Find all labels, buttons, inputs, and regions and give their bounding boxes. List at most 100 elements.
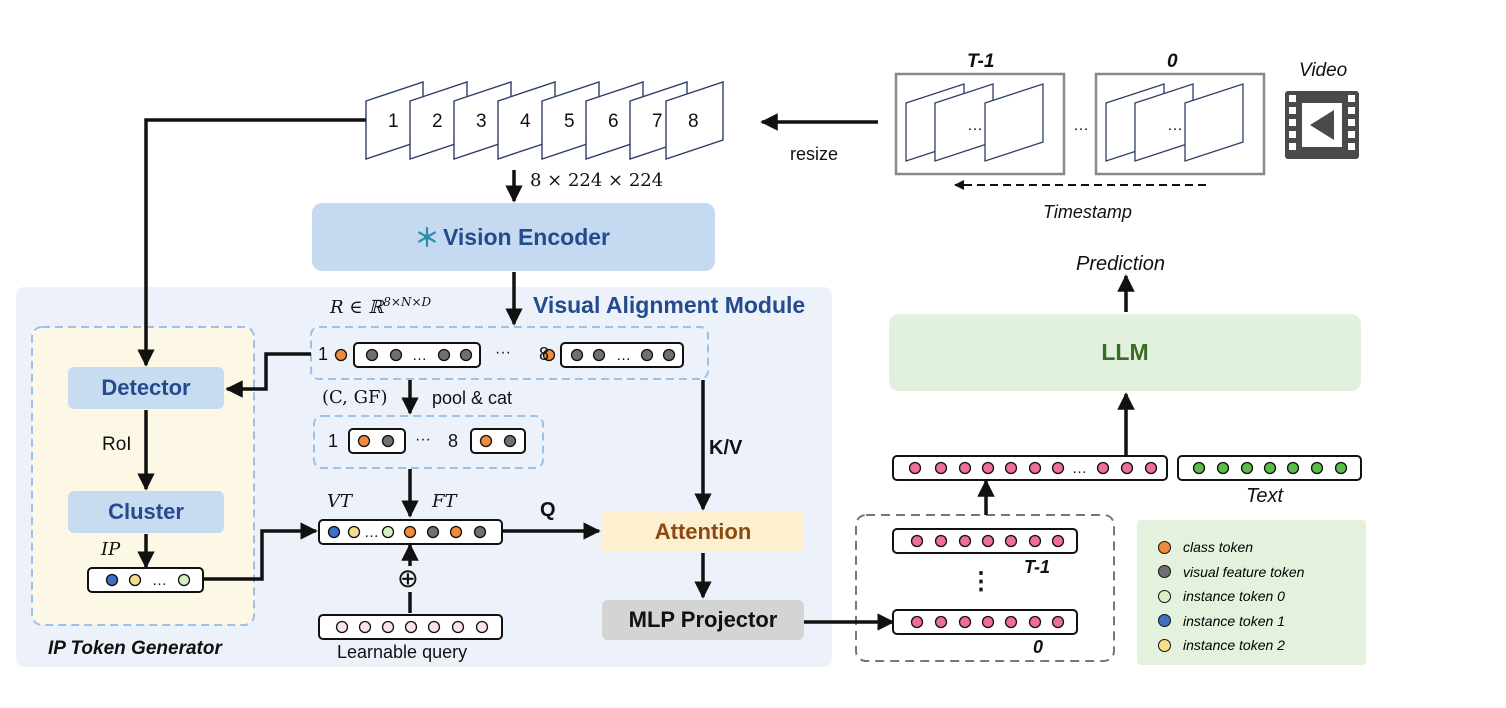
token-dot	[958, 461, 972, 475]
text-label: Text	[1246, 485, 1284, 507]
token-dot	[381, 620, 395, 634]
tokens-to-detector-arrow	[225, 352, 311, 398]
video-frames-t1	[905, 83, 1044, 162]
token-dot	[475, 620, 489, 634]
token-dot	[404, 620, 418, 634]
token-dot	[1192, 461, 1206, 475]
token-dot	[1240, 461, 1254, 475]
token-dot	[1286, 461, 1300, 475]
video-group-0-label: 0	[1167, 51, 1178, 72]
row1-right-capsule	[560, 342, 684, 368]
legend-swatch	[1158, 540, 1171, 554]
video-groups-ellipsis: …	[1073, 117, 1089, 134]
ip-token-capsule	[87, 567, 204, 593]
token-dot	[381, 525, 395, 539]
vision-encoder-box	[312, 203, 715, 271]
token-dot	[459, 348, 473, 362]
token-dot	[570, 348, 584, 362]
frame-t1-label: T-1	[1024, 557, 1051, 577]
token-dot	[451, 620, 465, 634]
token-dot	[105, 573, 119, 587]
dot-ellipsis: …	[616, 347, 631, 364]
dot-ellipsis: …	[364, 524, 379, 541]
legend-label: instance token 1	[1183, 612, 1285, 629]
row1-left-capsule	[353, 342, 481, 368]
legend-swatch	[1158, 565, 1171, 579]
frame-label: 3	[476, 111, 487, 132]
mlp-projector-label: MLP Projector	[628, 607, 778, 632]
resize-label: resize	[790, 144, 839, 164]
row2-mid-ellipsis: ···	[415, 431, 431, 448]
q-label: Q	[540, 499, 556, 521]
vam-title: Visual Alignment Module	[533, 292, 806, 318]
row1-last-index: 8	[539, 344, 550, 364]
token-dot	[1263, 461, 1277, 475]
token-dot	[1028, 534, 1042, 548]
token-dot	[128, 573, 142, 587]
frame-label: 5	[564, 111, 575, 132]
r-formula-main: R ∈ ℝ	[330, 297, 384, 318]
token-dot	[958, 534, 972, 548]
token-dot	[358, 620, 372, 634]
token-dot	[437, 348, 451, 362]
r-formula-sup: 8×N×D	[383, 295, 432, 309]
frame-label: 2	[432, 111, 443, 132]
legend-item: instance token 0	[1158, 584, 1304, 609]
token-dot	[334, 348, 348, 362]
token-dot	[1028, 461, 1042, 475]
token-dot	[1334, 461, 1348, 475]
token-dot	[365, 348, 379, 362]
dot-ellipsis: …	[1072, 460, 1087, 477]
token-dot	[662, 348, 676, 362]
ft-label: FT	[432, 491, 457, 512]
token-dot	[1051, 461, 1065, 475]
token-dot	[1310, 461, 1324, 475]
r-formula: R ∈ ℝ8×N×D	[330, 296, 431, 317]
legend: class token visual feature token instanc…	[1158, 535, 1304, 658]
token-dot	[1004, 461, 1018, 475]
plus-symbol: ⊕	[397, 563, 419, 593]
legend-item: instance token 2	[1158, 633, 1304, 658]
legend-swatch	[1158, 614, 1171, 628]
legend-box	[1137, 520, 1366, 665]
token-dot	[958, 615, 972, 629]
snowflake-icon	[418, 227, 436, 247]
token-dot	[981, 461, 995, 475]
attention-label: Attention	[654, 519, 752, 544]
token-dot	[910, 615, 924, 629]
token-dot	[1216, 461, 1230, 475]
token-dot	[381, 434, 395, 448]
pool-formula: (C, GF)	[322, 387, 388, 408]
vision-encoder-label: Vision Encoder	[442, 223, 610, 250]
video-frames-0	[1105, 83, 1244, 162]
token-dot	[542, 348, 556, 362]
row1-mid-ellipsis: ···	[495, 344, 511, 361]
token-dot	[1004, 534, 1018, 548]
token-dot	[327, 525, 341, 539]
token-dot	[934, 461, 948, 475]
dot-ellipsis: …	[412, 347, 427, 364]
row2-left-capsule	[348, 428, 406, 454]
token-dot	[357, 434, 371, 448]
token-dot	[1051, 534, 1065, 548]
legend-item: instance token 1	[1158, 609, 1304, 634]
frame-tokens-group	[855, 514, 1115, 662]
legend-item: visual feature token	[1158, 560, 1304, 585]
frames-shape-label: 8 × 224 × 224	[530, 170, 664, 191]
row2-last-index: 8	[448, 431, 459, 451]
token-dot	[389, 348, 403, 362]
video-group-t1-label: T-1	[967, 51, 995, 72]
frames-to-detector-arrow	[137, 118, 366, 367]
ip-token-generator-title: IP Token Generator	[48, 638, 222, 659]
token-dot	[910, 534, 924, 548]
video-icon	[1285, 91, 1359, 159]
token-dot	[981, 534, 995, 548]
video-group-t1-ellipsis: …	[967, 117, 983, 134]
token-row-group-2	[313, 415, 544, 469]
legend-swatch	[1158, 589, 1171, 603]
attention-box	[602, 512, 804, 552]
legend-label: class token	[1183, 539, 1254, 556]
token-dot	[1051, 615, 1065, 629]
row2-right-capsule	[470, 428, 526, 454]
